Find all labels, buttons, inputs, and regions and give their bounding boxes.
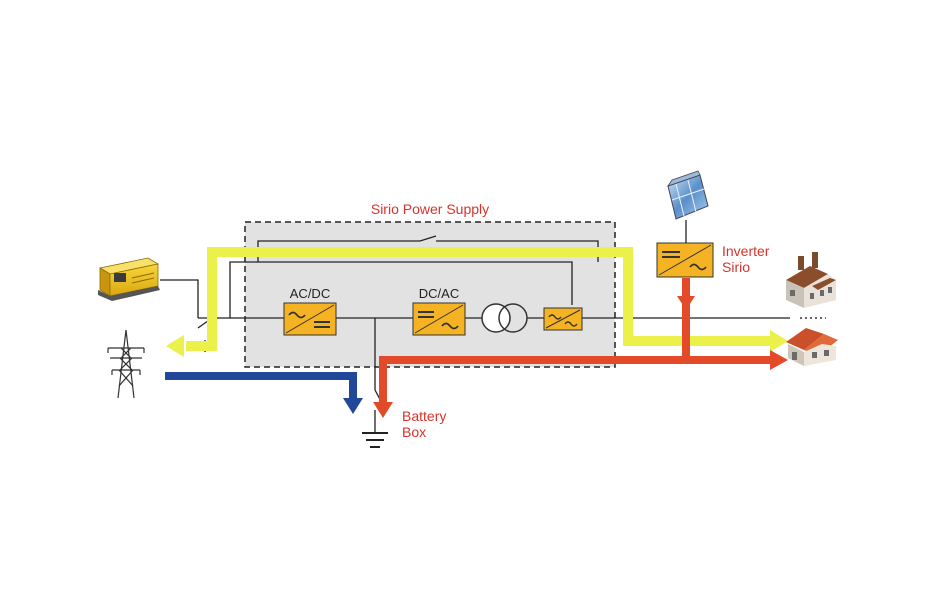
red-arrow-battery bbox=[373, 402, 393, 418]
red-arrow-inverter-down bbox=[677, 296, 695, 310]
inverter-label-line1: Inverter bbox=[722, 243, 770, 259]
generator-icon bbox=[98, 257, 160, 301]
inverter-label-line2: Sirio bbox=[722, 259, 750, 275]
yellow-flow bbox=[186, 247, 770, 351]
factory-icon bbox=[786, 252, 836, 308]
yellow-arrow-right bbox=[770, 330, 788, 352]
static-switch bbox=[543, 307, 583, 331]
solar-panel-icon bbox=[667, 170, 709, 243]
ac-dc-label: AC/DC bbox=[290, 286, 330, 301]
sirio-title: Sirio Power Supply bbox=[371, 201, 489, 217]
inverter-sirio-box bbox=[656, 242, 714, 278]
ground-icon bbox=[362, 432, 388, 448]
battery-label-line2: Box bbox=[402, 424, 426, 440]
sirio-enclosure bbox=[244, 221, 616, 368]
red-flow-main bbox=[379, 356, 772, 404]
yellow-arrow-left bbox=[166, 335, 184, 357]
transformer-icon bbox=[481, 303, 528, 333]
red-arrow-house bbox=[770, 350, 788, 370]
ac-dc-converter bbox=[283, 302, 337, 336]
power-pylon-icon bbox=[107, 329, 145, 399]
dc-ac-label: DC/AC bbox=[419, 286, 459, 301]
house-icon bbox=[786, 328, 838, 366]
battery-label-line1: Battery bbox=[402, 408, 446, 424]
dc-ac-converter bbox=[412, 302, 466, 336]
blue-arrow bbox=[343, 398, 363, 414]
blue-flow bbox=[165, 372, 357, 400]
